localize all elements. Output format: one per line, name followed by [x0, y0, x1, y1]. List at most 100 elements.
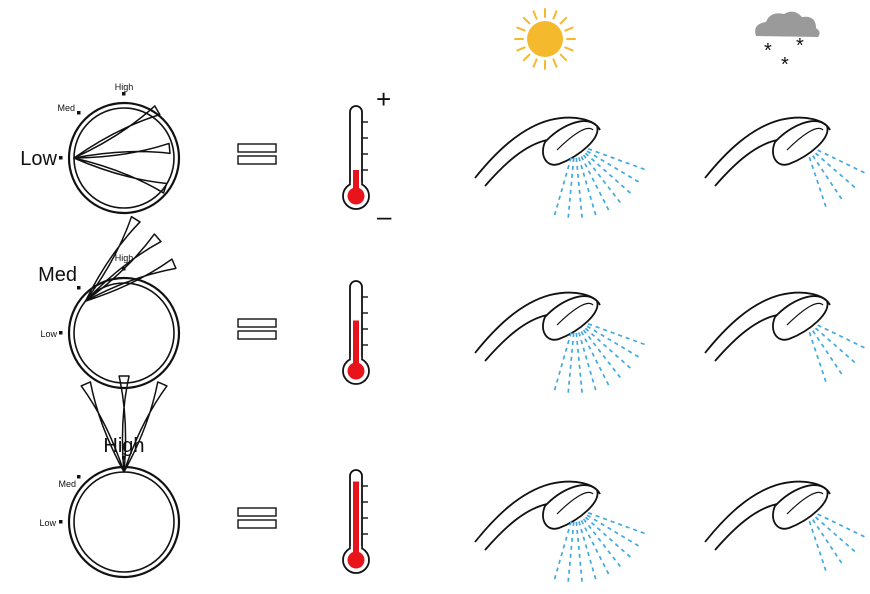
water-stream — [579, 157, 597, 218]
water-stream — [818, 514, 868, 538]
sun-ray — [524, 18, 530, 24]
sun-ray — [524, 55, 530, 61]
dial-label-low: Low — [20, 148, 57, 170]
dial-label-low: Low — [40, 329, 57, 339]
dial-marker-low — [59, 331, 63, 335]
sun-icon — [515, 9, 575, 69]
thermometer-icon — [343, 470, 369, 573]
sun-ray — [561, 55, 567, 61]
shower-handle-inner — [485, 140, 547, 186]
dial-inner-ring — [74, 472, 174, 572]
thermometer-bulb — [348, 188, 365, 205]
water-stream — [588, 149, 648, 171]
water-stream — [581, 331, 610, 388]
water-stream — [579, 332, 597, 393]
row-med: MedLowHigh — [38, 217, 868, 397]
equals-bar-bottom — [238, 520, 276, 528]
sun-ray — [534, 11, 537, 18]
thermometer-bulb — [348, 363, 365, 380]
snow-cloud-icon: * * * — [755, 12, 819, 76]
water-stream — [818, 150, 868, 174]
dial-blade — [124, 382, 167, 472]
dial-marker-med — [77, 475, 81, 479]
snowflake-2: * — [796, 35, 804, 57]
equals-bar-bottom — [238, 331, 276, 339]
water-stream — [816, 153, 858, 190]
sun-ray — [553, 11, 556, 18]
thermometer-mercury — [353, 482, 359, 555]
dial-blade — [81, 382, 124, 472]
shower-handle-inner — [485, 315, 547, 361]
water-stream — [581, 156, 610, 213]
thermometer-plus-label: + — [376, 84, 391, 114]
row-low: Low Med High — [20, 82, 868, 222]
water-stream — [813, 156, 844, 203]
equals-bar-top — [238, 144, 276, 152]
snowflake-1: * — [764, 40, 772, 62]
dial-outer-ring — [69, 278, 179, 388]
water-stream — [587, 326, 642, 359]
water-stream — [587, 151, 642, 184]
dial-label-med: Med — [57, 103, 75, 113]
water-stream — [818, 325, 868, 349]
water-stream — [588, 324, 648, 346]
dial-label-med: Med — [58, 479, 76, 489]
dial-knob: HighMedLow — [39, 376, 179, 577]
dial-marker-high — [122, 92, 126, 96]
shower-handle-inner — [715, 504, 777, 550]
water-stream — [813, 520, 844, 567]
thermometer-bulb — [348, 552, 365, 569]
thermometer-mercury — [353, 170, 359, 190]
shower-head — [773, 485, 828, 529]
equals-bar-top — [238, 319, 276, 327]
equals-bar-bottom — [238, 156, 276, 164]
equals-sign — [238, 508, 276, 528]
thermometer-mercury — [353, 321, 359, 366]
shower-head — [773, 296, 828, 340]
water-stream — [816, 517, 858, 554]
sun-ray — [517, 47, 524, 50]
dial-outer-ring — [69, 467, 179, 577]
shower-snowy — [705, 293, 868, 386]
water-stream — [813, 331, 844, 378]
equals-sign — [238, 144, 276, 164]
dial-marker-med — [77, 111, 81, 115]
dial-marker-low — [59, 520, 63, 524]
dial-blade — [74, 158, 167, 193]
dial-label-high: High — [115, 253, 134, 263]
shower-snowy — [705, 118, 868, 211]
thermometer-minus-label: – — [377, 201, 392, 231]
sun-ray — [565, 47, 572, 50]
shower-sunny — [475, 482, 648, 586]
sun-ray — [561, 18, 567, 24]
shower-handle-inner — [485, 504, 547, 550]
dial-label-high: High — [115, 82, 134, 92]
water-stream — [588, 513, 648, 535]
shower-sunny — [475, 293, 648, 397]
dial-label-high: High — [103, 435, 144, 457]
shower-handle-inner — [715, 315, 777, 361]
sun-ray — [553, 59, 556, 66]
dial-marker-low — [59, 156, 63, 160]
sun-ray — [565, 28, 572, 31]
dial-marker-high — [122, 267, 126, 271]
shower-head — [773, 121, 828, 165]
sun-ray — [534, 59, 537, 66]
dial-label-low: Low — [39, 518, 56, 528]
shower-handle-inner — [715, 140, 777, 186]
thermometer-icon — [343, 281, 369, 384]
snowflake-3: * — [781, 54, 789, 76]
shower-sunny — [475, 118, 648, 222]
water-stream — [816, 328, 858, 365]
water-stream — [554, 157, 572, 219]
dial-knob: Low Med High — [20, 82, 179, 213]
equals-sign — [238, 319, 276, 339]
water-stream — [587, 515, 642, 548]
equals-bar-top — [238, 508, 276, 516]
water-stream — [581, 520, 610, 577]
sun-ray — [517, 28, 524, 31]
